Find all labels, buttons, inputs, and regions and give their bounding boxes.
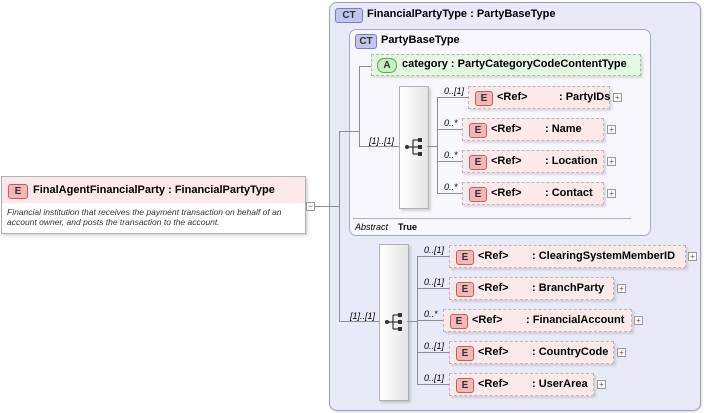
connector-line xyxy=(417,320,443,321)
element-name: : UserArea xyxy=(532,378,588,390)
element-name: : FinancialAccount xyxy=(526,314,625,326)
element-ref-label: <Ref> xyxy=(491,123,522,135)
attribute-label: category : PartyCategoryCodeContentType xyxy=(402,58,627,70)
sequence-icon xyxy=(405,138,422,156)
element-badge: E xyxy=(469,123,487,138)
sequence-compositor[interactable] xyxy=(399,86,429,209)
connector-line xyxy=(437,129,462,130)
root-type-separator: : xyxy=(168,184,172,196)
root-element-header xyxy=(2,177,305,203)
element-badge: E xyxy=(450,314,468,329)
multiplicity: 0..[1] xyxy=(444,86,465,96)
element-badge: E xyxy=(456,378,474,393)
connector-line xyxy=(417,384,449,385)
sequence-cardinality: [1]..[1] xyxy=(350,311,376,321)
element-clearing-system-member-id[interactable]: E <Ref> : ClearingSystemMemberID xyxy=(449,245,686,268)
element-party-ids[interactable]: E <Ref> : PartyIDs xyxy=(468,86,610,109)
expand-toggle[interactable]: + xyxy=(613,93,622,102)
element-ref-label: <Ref> xyxy=(497,91,528,103)
connector-line xyxy=(437,193,462,194)
connector-line xyxy=(407,321,417,322)
connector-line xyxy=(427,146,437,147)
expand-toggle[interactable]: + xyxy=(597,380,606,389)
sequence-cardinality: [1]..[1] xyxy=(369,136,395,146)
element-badge: E xyxy=(456,250,474,265)
attribute-badge: A xyxy=(377,58,397,73)
element-ref-label: <Ref> xyxy=(491,187,522,199)
party-base-type-title: PartyBaseType xyxy=(381,34,460,46)
element-badge: E xyxy=(469,187,487,202)
element-ref-label: <Ref> xyxy=(478,346,509,358)
multiplicity: 0..[1] xyxy=(424,341,445,351)
expand-toggle[interactable]: + xyxy=(617,348,626,357)
element-badge: E xyxy=(456,346,474,361)
root-element-label: FinalAgentFinancialParty : FinancialPart… xyxy=(33,184,275,196)
multiplicity: 0..* xyxy=(444,118,458,128)
element-name-ref[interactable]: E <Ref> : Name xyxy=(462,118,604,141)
complex-type-badge: CT xyxy=(335,8,363,23)
multiplicity: 0..* xyxy=(424,309,438,319)
connector-line xyxy=(437,97,438,193)
connector-line xyxy=(339,321,379,322)
element-badge: E xyxy=(8,184,28,199)
multiplicity: 0..[1] xyxy=(424,245,445,255)
root-element-name: FinalAgentFinancialParty xyxy=(33,184,166,196)
divider xyxy=(353,218,631,219)
multiplicity: 0..[1] xyxy=(424,373,445,383)
element-badge: E xyxy=(469,155,487,170)
element-badge: E xyxy=(475,91,493,106)
multiplicity: 0..* xyxy=(444,182,458,192)
connector-line xyxy=(359,66,360,146)
element-ref-label: <Ref> xyxy=(478,378,509,390)
element-ref-label: <Ref> xyxy=(472,314,503,326)
financial-party-type-title: FinancialPartyType : PartyBaseType xyxy=(367,8,556,20)
expand-toggle[interactable]: + xyxy=(607,157,616,166)
element-name: : Contact xyxy=(545,187,593,199)
root-element-type: FinancialPartyType xyxy=(174,184,275,196)
connector-line xyxy=(437,161,462,162)
expand-toggle[interactable]: + xyxy=(607,189,616,198)
sequence-compositor[interactable] xyxy=(379,244,409,401)
element-branch-party[interactable]: E <Ref> : BranchParty xyxy=(449,277,614,300)
element-name: : Location xyxy=(545,155,598,167)
element-country-code[interactable]: E <Ref> : CountryCode xyxy=(449,341,614,364)
connector-line xyxy=(339,131,359,132)
abstract-label: Abstract xyxy=(355,222,389,232)
root-element-documentation: Financial institution that receives the … xyxy=(7,207,282,227)
element-badge: E xyxy=(456,282,474,297)
element-financial-account[interactable]: E <Ref> : FinancialAccount xyxy=(443,309,632,332)
element-ref-label: <Ref> xyxy=(478,282,509,294)
expand-toggle[interactable]: + xyxy=(634,316,643,325)
multiplicity: 0..[1] xyxy=(424,277,445,287)
expand-toggle[interactable]: + xyxy=(617,284,626,293)
element-user-area[interactable]: E <Ref> : UserArea xyxy=(449,373,594,396)
expand-toggle[interactable]: + xyxy=(607,125,616,134)
element-name: : Name xyxy=(545,123,582,135)
collapse-toggle[interactable]: − xyxy=(306,202,315,211)
element-name: : BranchParty xyxy=(532,282,605,294)
element-ref-label: <Ref> xyxy=(478,250,509,262)
connector-line xyxy=(339,131,340,321)
connector-line xyxy=(359,146,399,147)
expand-toggle[interactable]: + xyxy=(688,252,697,261)
element-name: : ClearingSystemMemberID xyxy=(532,250,676,262)
abstract-value: True xyxy=(398,222,418,232)
connector-line xyxy=(437,97,468,98)
connector-line xyxy=(417,288,449,289)
element-name: : CountryCode xyxy=(532,346,609,358)
element-location[interactable]: E <Ref> : Location xyxy=(462,150,604,173)
sequence-icon xyxy=(385,313,402,331)
final-agent-financial-party-element[interactable]: E FinalAgentFinancialParty : FinancialPa… xyxy=(1,176,306,234)
connector-line xyxy=(417,256,449,257)
complex-type-badge: CT xyxy=(355,34,377,49)
element-contact[interactable]: E <Ref> : Contact xyxy=(462,182,604,205)
multiplicity: 0..* xyxy=(444,150,458,160)
connector-line xyxy=(417,352,449,353)
connector-line xyxy=(359,66,371,67)
element-name: : PartyIDs xyxy=(559,91,611,103)
category-attribute[interactable]: A category : PartyCategoryCodeContentTyp… xyxy=(371,54,641,76)
connector-line xyxy=(315,206,339,207)
element-ref-label: <Ref> xyxy=(491,155,522,167)
